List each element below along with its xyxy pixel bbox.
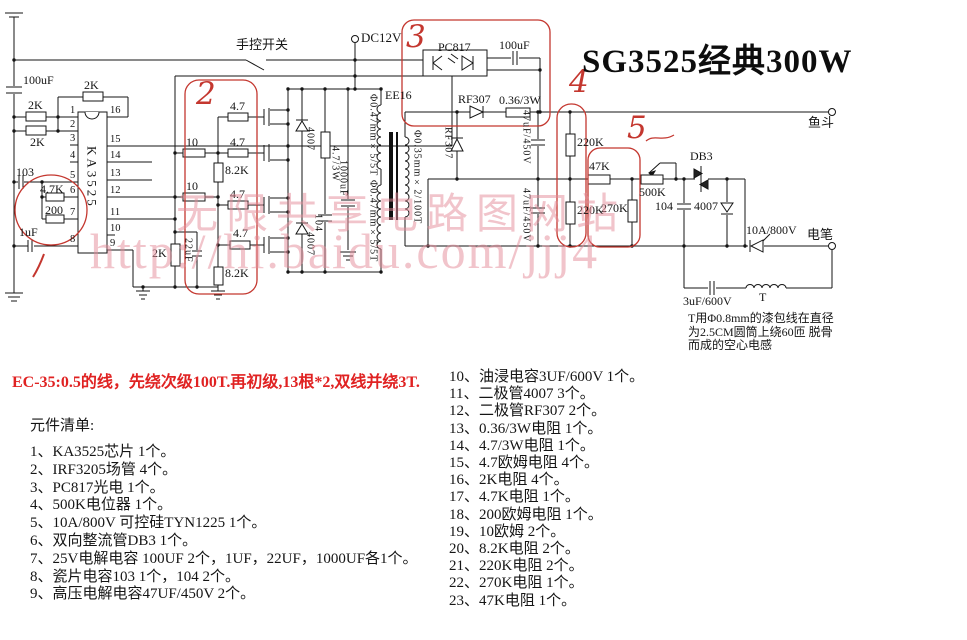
diode-4007-3 bbox=[720, 202, 734, 213]
diode-symbols bbox=[295, 55, 764, 253]
parts-list-left: 1、KA3525芯片 1个。2、IRF3205场管 4个。3、PC817光电 1… bbox=[30, 444, 418, 604]
parts-list-header: 元件清单: bbox=[30, 418, 95, 434]
parts-list-item: 13、0.36/3W电阻 1个。 bbox=[449, 420, 603, 437]
diode-4007-2 bbox=[295, 222, 309, 235]
fishbucket-terminal bbox=[828, 108, 836, 116]
parts-list-item: 8、瓷片电容103 1个，104 2个。 bbox=[30, 568, 241, 585]
diac-db3 bbox=[693, 168, 709, 190]
parts-list-item: 10、油浸电容3UF/600V 1个。 bbox=[449, 369, 645, 385]
annotation-box-4 bbox=[556, 103, 587, 248]
parts-list-item: 15、4.7欧姆电阻 4个。 bbox=[449, 455, 600, 472]
annotation-box-5 bbox=[587, 147, 641, 248]
transformer-core bbox=[389, 132, 398, 220]
annotation-squiggle-5 bbox=[645, 134, 675, 142]
coil-note: T用Φ0.8mm的漆包线在直径 为2.5CM圆筒上绕60匝 脱骨 而成的空心电感 bbox=[688, 311, 834, 353]
terminals bbox=[351, 35, 836, 250]
winding-note: EC-35:0.5的线，先绕次级100T.再初级,13根*2,双线并绕3T. bbox=[12, 374, 420, 391]
parts-list-right: 10、油浸电容3UF/600V 1个。11、二极管4007 3个。12、二极管R… bbox=[449, 369, 644, 610]
annotation-box-2 bbox=[184, 79, 258, 295]
pen-terminal bbox=[828, 242, 836, 250]
mosfet-bridge-wiring bbox=[263, 88, 381, 273]
parts-list-item: 5、10A/800V 可控硅TYN1225 1个。 bbox=[30, 515, 267, 532]
parts-list-item: 4、500K电位器 1个。 bbox=[30, 497, 173, 514]
pc817-led bbox=[461, 55, 474, 71]
gate-drive-wiring bbox=[107, 75, 453, 300]
coil-note-line: 为2.5CM圆筒上绕60匝 脱骨 bbox=[688, 324, 833, 339]
parts-list-item: 17、4.7K电阻 1个。 bbox=[449, 489, 580, 506]
parts-list-item: 20、8.2K电阻 2个。 bbox=[449, 541, 580, 558]
optocoupler-pc817-body bbox=[422, 49, 488, 77]
parts-list-item: 16、2K电阻 4个。 bbox=[449, 472, 569, 489]
parts-list-item: 6、双向整流管DB3 1个。 bbox=[30, 532, 198, 549]
parts-list-item: 1、KA3525芯片 1个。 bbox=[30, 444, 176, 460]
optocoupler-wiring bbox=[432, 51, 541, 112]
diode-rf307-v bbox=[450, 137, 464, 152]
parts-list-item: 18、200欧姆电阻 1个。 bbox=[449, 506, 603, 523]
parts-list-item: 23、47K电阻 1个。 bbox=[449, 592, 577, 609]
diode-rf307-h bbox=[469, 105, 485, 119]
annotation-box-3 bbox=[401, 19, 551, 127]
parts-list-item: 19、10欧姆 2个。 bbox=[449, 523, 566, 540]
parts-list-item: 2、IRF3205场管 4个。 bbox=[30, 461, 178, 478]
parts-list-item: 11、二极管4007 3个。 bbox=[449, 386, 595, 403]
watermark-line2: http://hi.baidu.com/jjj4 bbox=[90, 223, 600, 279]
watermark-line1: 无限共享电路图网站 bbox=[176, 192, 627, 238]
page-title: SG3525经典300W bbox=[582, 44, 853, 80]
parts-list-item: 12、二极管RF307 2个。 bbox=[449, 403, 607, 420]
parts-list-item: 21、220K电阻 2个。 bbox=[449, 558, 584, 575]
parts-list-item: 22、270K电阻 1个。 bbox=[449, 575, 584, 592]
parts-list-item: 7、25V电解电容 100UF 2个，1UF，22UF，1000UF各1个。 bbox=[30, 550, 418, 567]
red-annotations bbox=[14, 19, 675, 295]
parts-list-item: 14、4.7/3W电阻 1个。 bbox=[449, 437, 595, 454]
coil-note-line: 而成的空心电感 bbox=[688, 338, 773, 352]
annotation-stroke-1 bbox=[32, 253, 45, 278]
junction-dots bbox=[12, 58, 747, 289]
left-control-wiring bbox=[5, 12, 423, 302]
transformer-wiring bbox=[376, 89, 410, 272]
output-loop-wiring bbox=[683, 246, 833, 295]
parts-list-item: 9、高压电解电容47UF/450V 2个。 bbox=[30, 586, 256, 603]
parts-list-item: 3、PC817光电 1个。 bbox=[30, 479, 165, 496]
coil-note-line: T用Φ0.8mm的漆包线在直径 bbox=[688, 311, 834, 325]
ic-ka3525 bbox=[77, 111, 108, 254]
wiring bbox=[5, 12, 833, 302]
circuit-drawing bbox=[5, 12, 836, 302]
diode-4007-1 bbox=[295, 119, 309, 132]
dc12v-terminal bbox=[351, 35, 359, 43]
resistor-boxes bbox=[25, 91, 664, 286]
annotation-circle-1 bbox=[14, 174, 88, 246]
scr-10a800v bbox=[749, 239, 764, 253]
